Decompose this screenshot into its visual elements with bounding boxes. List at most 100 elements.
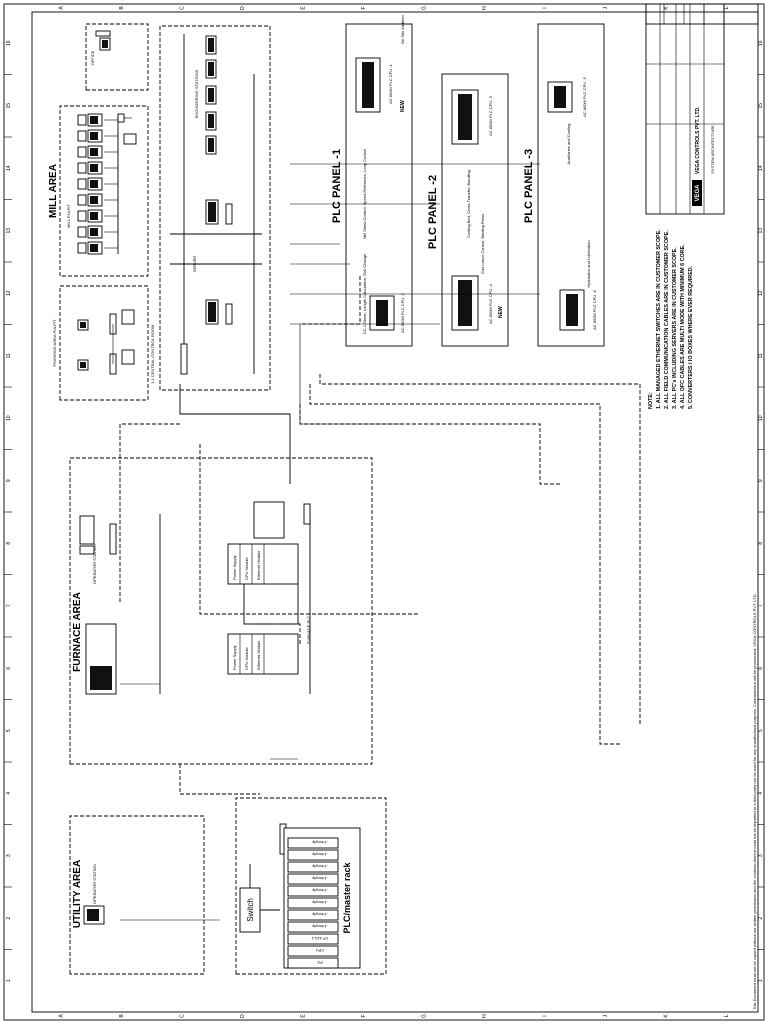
grid-number: 3 bbox=[758, 854, 764, 857]
svg-text:SERVER: SERVER bbox=[192, 256, 197, 272]
finishing-pulpit-label: FINISHING AREA PULPIT bbox=[52, 319, 57, 366]
grid-number: 7 bbox=[758, 604, 764, 607]
grid-letter: B bbox=[119, 1014, 125, 1018]
notes-title: NOTE: bbox=[648, 392, 654, 409]
grid-number: 2 bbox=[6, 917, 12, 920]
grid-number: 6 bbox=[6, 667, 12, 670]
grid-letter: B bbox=[119, 6, 125, 10]
grid-letter: G bbox=[421, 1014, 427, 1018]
finishing-area: FINISHING AREA PULPIT bbox=[52, 285, 149, 401]
title-block: VEGA VEGA CONTROLS PVT. LTD. SYSTEM ARCH… bbox=[645, 3, 759, 215]
grid-number: 5 bbox=[758, 729, 764, 732]
grid-letter: F bbox=[361, 6, 367, 9]
rack-slot bbox=[287, 861, 339, 873]
rack-slot-label: CP 443-1 bbox=[311, 936, 329, 941]
grid-letter: K bbox=[663, 1014, 669, 1018]
rack-slot-label: -1/empty bbox=[312, 900, 328, 905]
grid-number: 4 bbox=[758, 792, 764, 795]
rack-slot bbox=[287, 873, 339, 885]
rack-slot-label: -1/empty bbox=[312, 924, 328, 929]
utility-operator-label: OPERATOR STATION bbox=[92, 864, 97, 904]
vega-logo-text: VEGA bbox=[695, 184, 701, 202]
rack-slot-label: CPU bbox=[316, 948, 325, 953]
grid-letter: A bbox=[58, 1014, 64, 1018]
furnace-ps-2: Power Supply bbox=[232, 555, 237, 580]
grid-letter: L bbox=[724, 6, 730, 9]
office-label: OFFICE bbox=[90, 50, 95, 65]
furnace-cpu-1: CPU Module bbox=[244, 647, 249, 670]
grid-number: 16 bbox=[758, 40, 764, 46]
grid-letter: C bbox=[179, 6, 185, 10]
grid-number: 15 bbox=[6, 103, 12, 109]
grid-number: 14 bbox=[6, 165, 12, 171]
note-line-1: 1. ALL MANAGED ETHERNET SWITCHES ARE IN … bbox=[656, 229, 662, 409]
grid-number: 11 bbox=[758, 353, 764, 358]
rack-slot bbox=[287, 909, 339, 921]
grid-number: 7 bbox=[6, 604, 12, 607]
grid-number: 2 bbox=[758, 917, 764, 920]
cpu-3-description: Cooling Bed, Cross Transfer, Bundling bbox=[466, 170, 471, 238]
rack-slot-label: -1/empty bbox=[312, 876, 328, 881]
rack-slot-label: PS bbox=[317, 960, 323, 965]
rack-slot-label: -1/empty bbox=[312, 888, 328, 893]
rack-slot bbox=[287, 849, 339, 861]
cpu-4-label: AC 800M PLC CPU -4 bbox=[488, 283, 493, 324]
drawing-title: SYSTEM ARCHITECTURE bbox=[710, 125, 715, 174]
grid-number: 9 bbox=[758, 479, 764, 482]
vega-logo bbox=[692, 180, 702, 206]
rack-slot-label: -1/empty bbox=[312, 852, 328, 857]
grid-letter: I bbox=[542, 7, 548, 8]
plc-panel-2-title: PLC PANEL -2 bbox=[427, 175, 439, 249]
plc-panel-3: PLC PANEL -3 AC 800M PLC CPU -5 AC 800M … bbox=[523, 23, 605, 347]
cpu-1-description: Mill Stand Control, Speed Reference, Loo… bbox=[362, 149, 367, 239]
furnace-plc-block-1: Power Supply CPU Module Ethernet Module bbox=[227, 581, 299, 760]
grid-letter: G bbox=[421, 6, 427, 10]
utility-area-title: UTILITY AREA bbox=[72, 860, 83, 928]
rack-slot bbox=[287, 957, 339, 969]
note-line-2: 2. ALL FIELD COMMUNICATION CABLES ARE IN… bbox=[664, 230, 670, 409]
rack-slots: -1/empty -1/empty -1/empty -1/empty -1/empty… bbox=[287, 837, 339, 969]
grid-number: 11 bbox=[6, 353, 12, 358]
panel-2-new-tag: NEW bbox=[498, 306, 504, 318]
rack-slot-label: -1/empty bbox=[312, 840, 328, 845]
furnace-cpu-2: CPU Module bbox=[244, 557, 249, 580]
notes-block: NOTE: 1. ALL MANAGED ETHERNET SWITCHES A… bbox=[648, 229, 694, 409]
note-line-4: 4. ALL OFC CABLES ARE MULTI MODE WITH MI… bbox=[680, 244, 686, 409]
rack-slot bbox=[287, 837, 339, 849]
grid-number: 13 bbox=[6, 228, 12, 234]
rack-title: PLC/master rack bbox=[342, 861, 352, 933]
plc-panel-2: PLC PANEL -2 AC 800M PLC CPU -3 AC 800M … bbox=[427, 73, 509, 347]
panel-1-note: On Site Addition bbox=[400, 15, 405, 44]
grid-number: 9 bbox=[6, 479, 12, 482]
grid-letter: I bbox=[542, 1015, 548, 1016]
grid-number: 6 bbox=[758, 667, 764, 670]
office-area: OFFICE bbox=[85, 23, 149, 91]
grid-letter: K bbox=[663, 6, 669, 10]
rack-slot bbox=[287, 897, 339, 909]
note-line-5: 5. CONVERTERS / IO BOXES WHERE EVER REQU… bbox=[688, 265, 694, 409]
mill-operator-stations bbox=[77, 113, 118, 255]
grid-number: 8 bbox=[758, 542, 764, 545]
grid-number: 13 bbox=[758, 228, 764, 234]
plc-panel-3-title: PLC PANEL -3 bbox=[523, 149, 535, 223]
cpu-1-label: AC 800M PLC CPU -1 bbox=[388, 63, 393, 104]
grid-number: 12 bbox=[758, 290, 764, 296]
grid-letter: C bbox=[179, 1014, 185, 1018]
switch-label: Switch bbox=[246, 898, 255, 922]
grid-number: 1 bbox=[758, 979, 764, 982]
grid-letter: H bbox=[482, 6, 488, 10]
grid-letter: J bbox=[603, 6, 609, 9]
grid-number: 10 bbox=[758, 415, 764, 421]
furnace-plc-block-2: Power Supply CPU Module Ethernet Module bbox=[227, 501, 299, 585]
plc-master-rack: PLC/master rack -1/empty-1/empty-1/empty… bbox=[283, 827, 361, 969]
grid-number: 16 bbox=[6, 40, 12, 46]
rack-slot bbox=[287, 921, 339, 933]
rack-slot-label: -1/empty bbox=[312, 912, 328, 917]
furnace-eth-2: Ethernet Module bbox=[256, 550, 261, 580]
cpu-5-label: AC 800M PLC CPU -5 bbox=[582, 76, 587, 117]
furnace-plc-label: FURNACE PLC bbox=[306, 616, 311, 644]
grid-number: 5 bbox=[6, 729, 12, 732]
